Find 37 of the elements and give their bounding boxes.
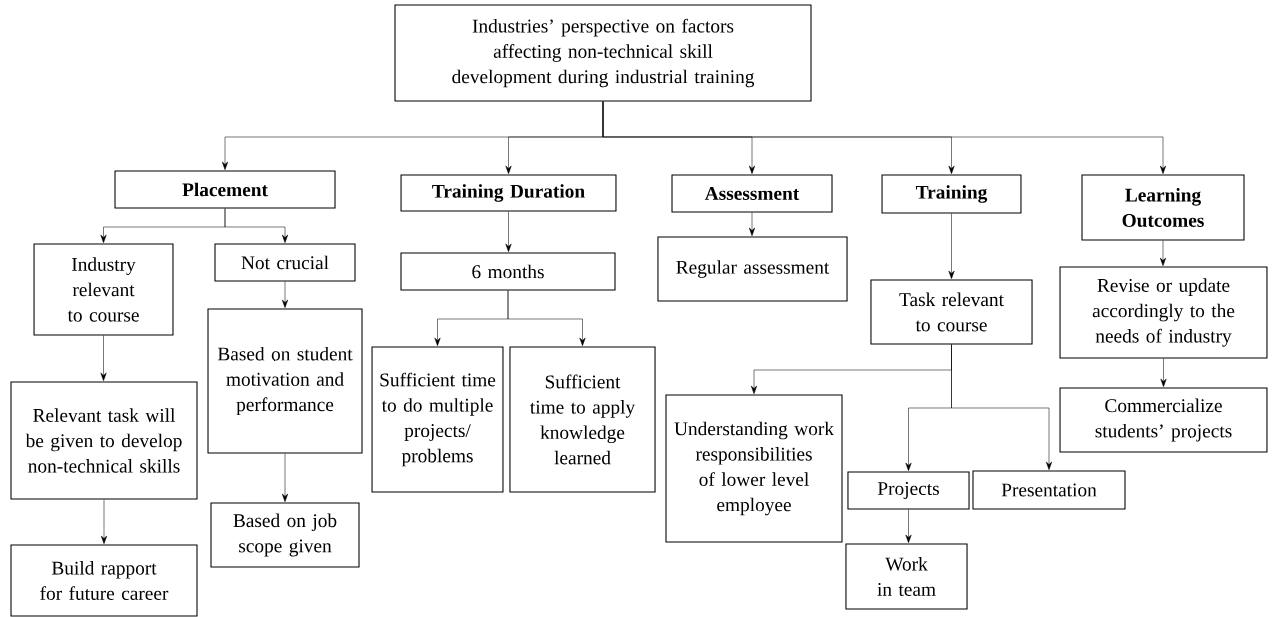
category-box: Placement (114, 170, 336, 209)
factor-box: Sufficient time to apply knowledge learned (509, 346, 656, 493)
factor-box: Industry relevant to course (33, 243, 174, 336)
factor-box: Based on student motivation and performance (207, 308, 363, 454)
factor-box: Understanding work responsibilities of lower level employee (665, 394, 843, 543)
arrow (282, 281, 288, 308)
arrow (905, 509, 912, 543)
arrow (101, 499, 107, 544)
factor-box: Presentation (972, 470, 1126, 510)
category-box: Training Duration (400, 174, 617, 212)
arrow (282, 453, 288, 502)
factor-box: Projects (847, 471, 970, 510)
factor-box: Based on job scope given (210, 502, 360, 568)
factor-box: Not crucial (214, 243, 356, 282)
arrow (507, 290, 586, 346)
arrow (948, 213, 955, 279)
factor-box: Regular assessment (657, 236, 848, 302)
category-box: Training (881, 174, 1022, 214)
arrow (1160, 240, 1166, 266)
arrow (224, 208, 288, 243)
factor-box: Relevant task will be given to develop non-technical skills (10, 381, 198, 500)
factor-box: Commercialize students’ projects (1059, 387, 1268, 453)
factor-box: Task relevant to course (870, 279, 1033, 345)
arrow (602, 101, 1166, 174)
factor-box: Revise or update accordingly to the needs of industry (1059, 266, 1268, 359)
category-box: Learning Outcomes (1081, 174, 1245, 241)
factor-box: Build rapport for future career (10, 544, 198, 617)
arrow (505, 211, 512, 252)
factor-box: Sufficient time to do multiple projects/ problems (371, 346, 504, 493)
title-box: Industries’ perspective on factors affecting non-technical skill development during industrial training (394, 4, 812, 102)
arrow (951, 344, 1052, 470)
factor-box: Work in team (845, 543, 968, 610)
arrow (100, 335, 107, 381)
arrow (1160, 358, 1167, 387)
factor-box: 6 months (400, 252, 616, 291)
arrow (749, 212, 755, 236)
category-box: Assessment (671, 174, 833, 213)
